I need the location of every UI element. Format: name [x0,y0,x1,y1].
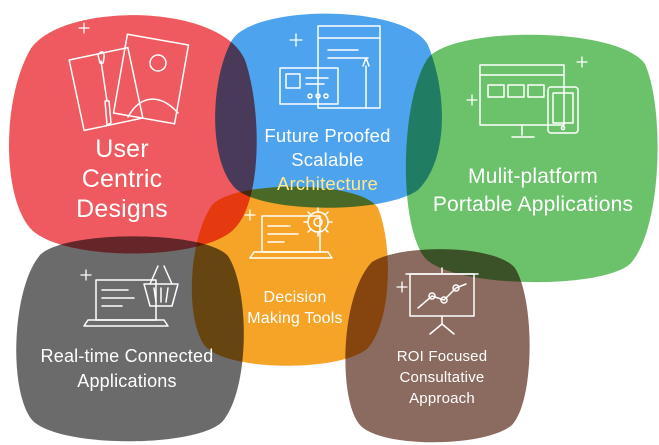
node-roi-focused: ROI Focused Consultative Approach [362,346,522,409]
architecture-devices-icon [279,25,381,109]
label-line: Centric [81,165,163,193]
label-line: Designs [76,195,168,223]
label-line: Portable Applications [432,193,634,216]
node-user-centric: User Centric Designs [52,134,192,224]
label-line: Applications [77,371,177,391]
design-canvas-icon [68,22,190,132]
label-line: Consultative [399,369,485,386]
presentation-chart-icon [396,267,479,335]
laptop-basket-icon [80,265,179,327]
label-line: Architecture [276,173,379,194]
label-line: Scalable [291,149,364,170]
label-line: Making Tools [247,310,343,327]
blob-gray [16,236,244,442]
monitor-tablet-icon [466,56,588,138]
label-line: Real-time Connected [40,346,214,366]
node-future-proofed: Future Proofed Scalable Architecture [235,124,420,196]
blob-brown [345,249,530,443]
laptop-gear-icon [244,207,333,259]
node-decision-making: Decision Making Tools [220,287,370,329]
blob-green [405,34,658,283]
label-line: Approach [409,390,475,407]
node-multi-platform: Mulit-platform Portable Applications [410,163,656,219]
label-line: Mulit-platform [468,165,598,188]
label-line: Decision [263,289,327,306]
node-real-time: Real-time Connected Applications [22,344,232,394]
blob-orange [191,186,388,366]
label-line: Future Proofed [264,125,391,146]
blob-blue [215,13,442,208]
blob-red [9,15,257,254]
label-line: ROI Focused [396,348,488,365]
label-line: User [95,135,149,163]
